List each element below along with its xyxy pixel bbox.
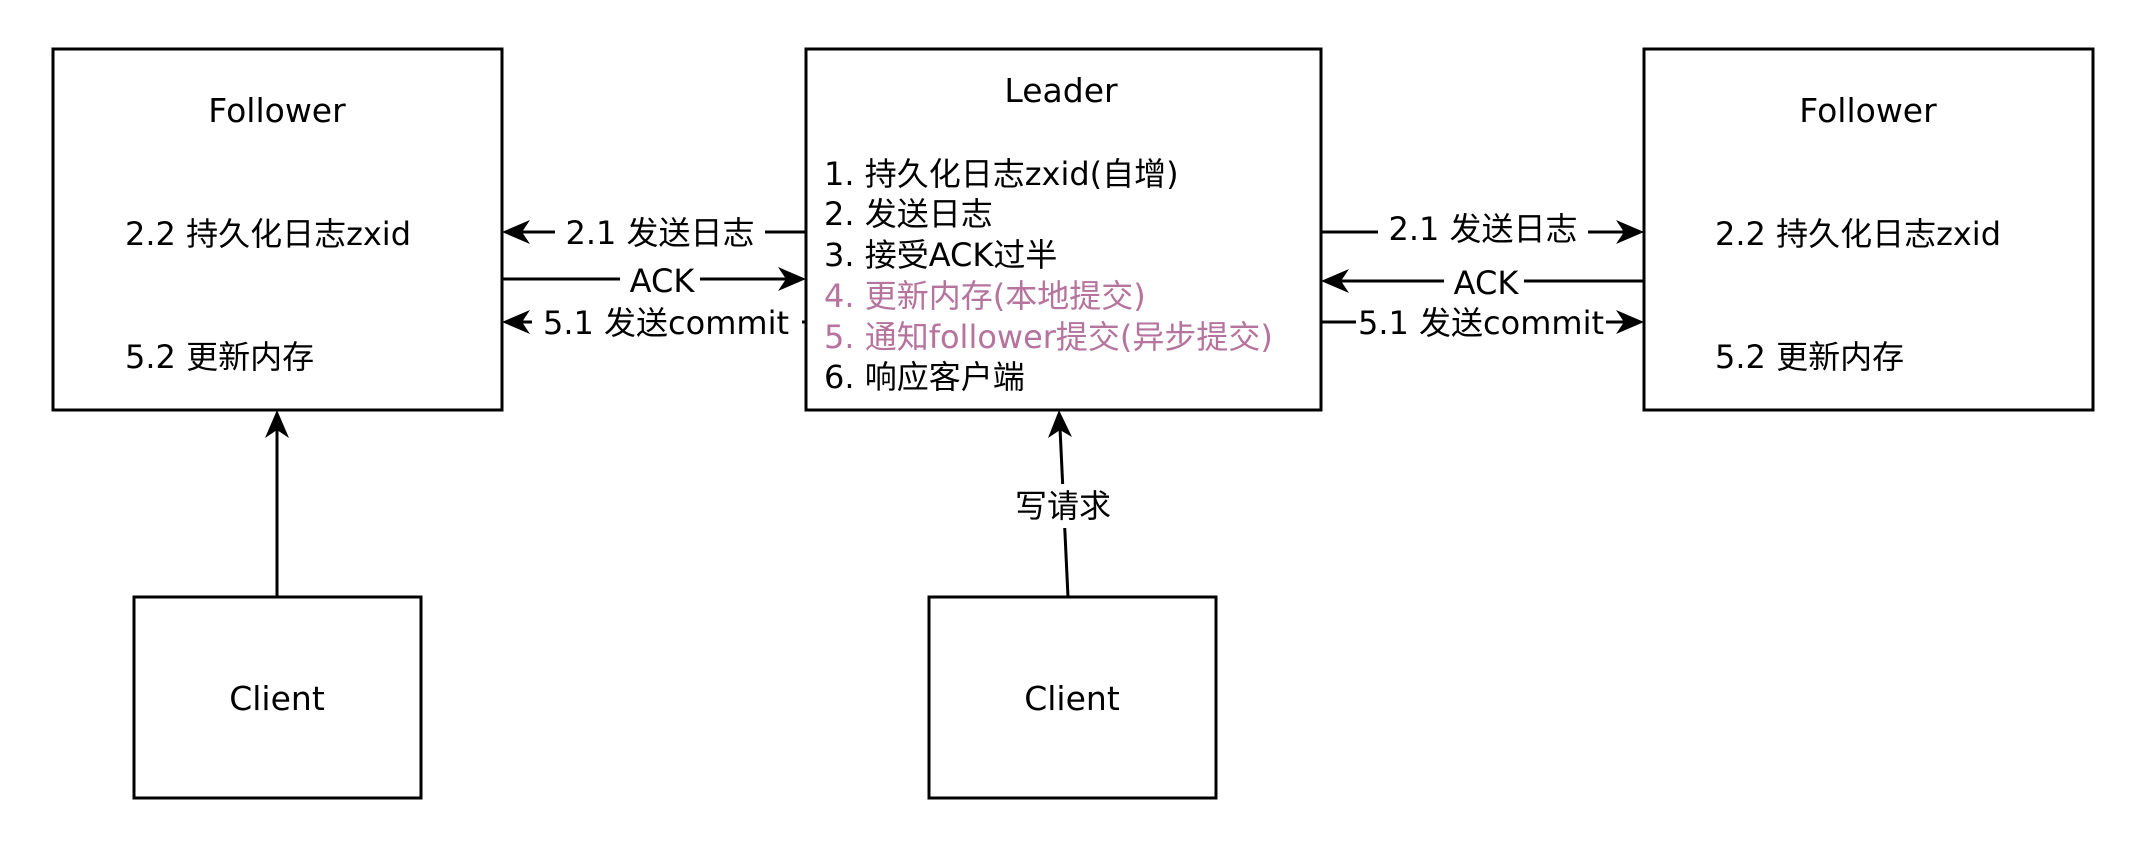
follower-right-persist-label: 2.2 持久化日志zxid (1715, 215, 2001, 253)
leader-node: Leader 1. 持久化日志zxid(自增) 2. 发送日志 3. 接受ACK… (804, 47, 1323, 412)
leader-step-1: 1. 持久化日志zxid(自增) (824, 155, 1179, 193)
edge-ack-right: ACK (1321, 264, 1644, 302)
client-left-node: Client (132, 595, 423, 800)
edge-write-request-label: 写请求 (1015, 487, 1111, 525)
edge-send-log-left: 2.1 发送日志 (502, 210, 806, 254)
client-left-box (132, 595, 423, 800)
edge-ack-left: ACK (502, 262, 806, 300)
client-center-label: Client (1024, 679, 1120, 718)
edge-client-left-to-follower (265, 410, 289, 597)
follower-right-title: Follower (1799, 91, 1937, 130)
leader-step-4: 4. 更新内存(本地提交) (824, 277, 1146, 315)
leader-step-5: 5. 通知follower提交(异步提交) (824, 318, 1273, 356)
follower-left-update-label: 5.2 更新内存 (125, 338, 314, 376)
edge-send-log-right-label: 2.1 发送日志 (1388, 210, 1577, 248)
follower-right-node: Follower 2.2 持久化日志zxid 5.2 更新内存 (1642, 47, 2095, 412)
edge-send-commit-left-label: 5.1 发送commit (543, 304, 789, 342)
edge-send-commit-right: 5.1 发送commit (1321, 301, 1644, 345)
follower-left-box (51, 47, 504, 412)
client-left-label: Client (229, 679, 325, 718)
leader-step-2: 2. 发送日志 (824, 195, 993, 233)
edge-send-commit-right-label: 5.1 发送commit (1358, 304, 1604, 342)
client-center-box (927, 595, 1218, 800)
leader-step-6: 6. 响应客户端 (824, 358, 1025, 396)
follower-left-node: Follower 2.2 持久化日志zxid 5.2 更新内存 (51, 47, 504, 412)
follower-right-update-label: 5.2 更新内存 (1715, 338, 1904, 376)
edge-send-log-right: 2.1 发送日志 (1321, 209, 1644, 253)
leader-box (804, 47, 1323, 412)
follower-left-title: Follower (208, 91, 346, 130)
client-center-node: Client (927, 595, 1218, 800)
leader-step-3: 3. 接受ACK过半 (824, 236, 1057, 274)
edge-send-commit-left: 5.1 发送commit (502, 301, 806, 345)
leader-title: Leader (1004, 71, 1118, 110)
follower-left-persist-label: 2.2 持久化日志zxid (125, 215, 411, 253)
edge-send-log-left-label: 2.1 发送日志 (565, 214, 754, 252)
edge-ack-right-label: ACK (1454, 264, 1520, 302)
edge-write-request: 写请求 (1008, 410, 1118, 598)
follower-right-box (1642, 47, 2095, 412)
edge-ack-left-label: ACK (630, 262, 696, 300)
